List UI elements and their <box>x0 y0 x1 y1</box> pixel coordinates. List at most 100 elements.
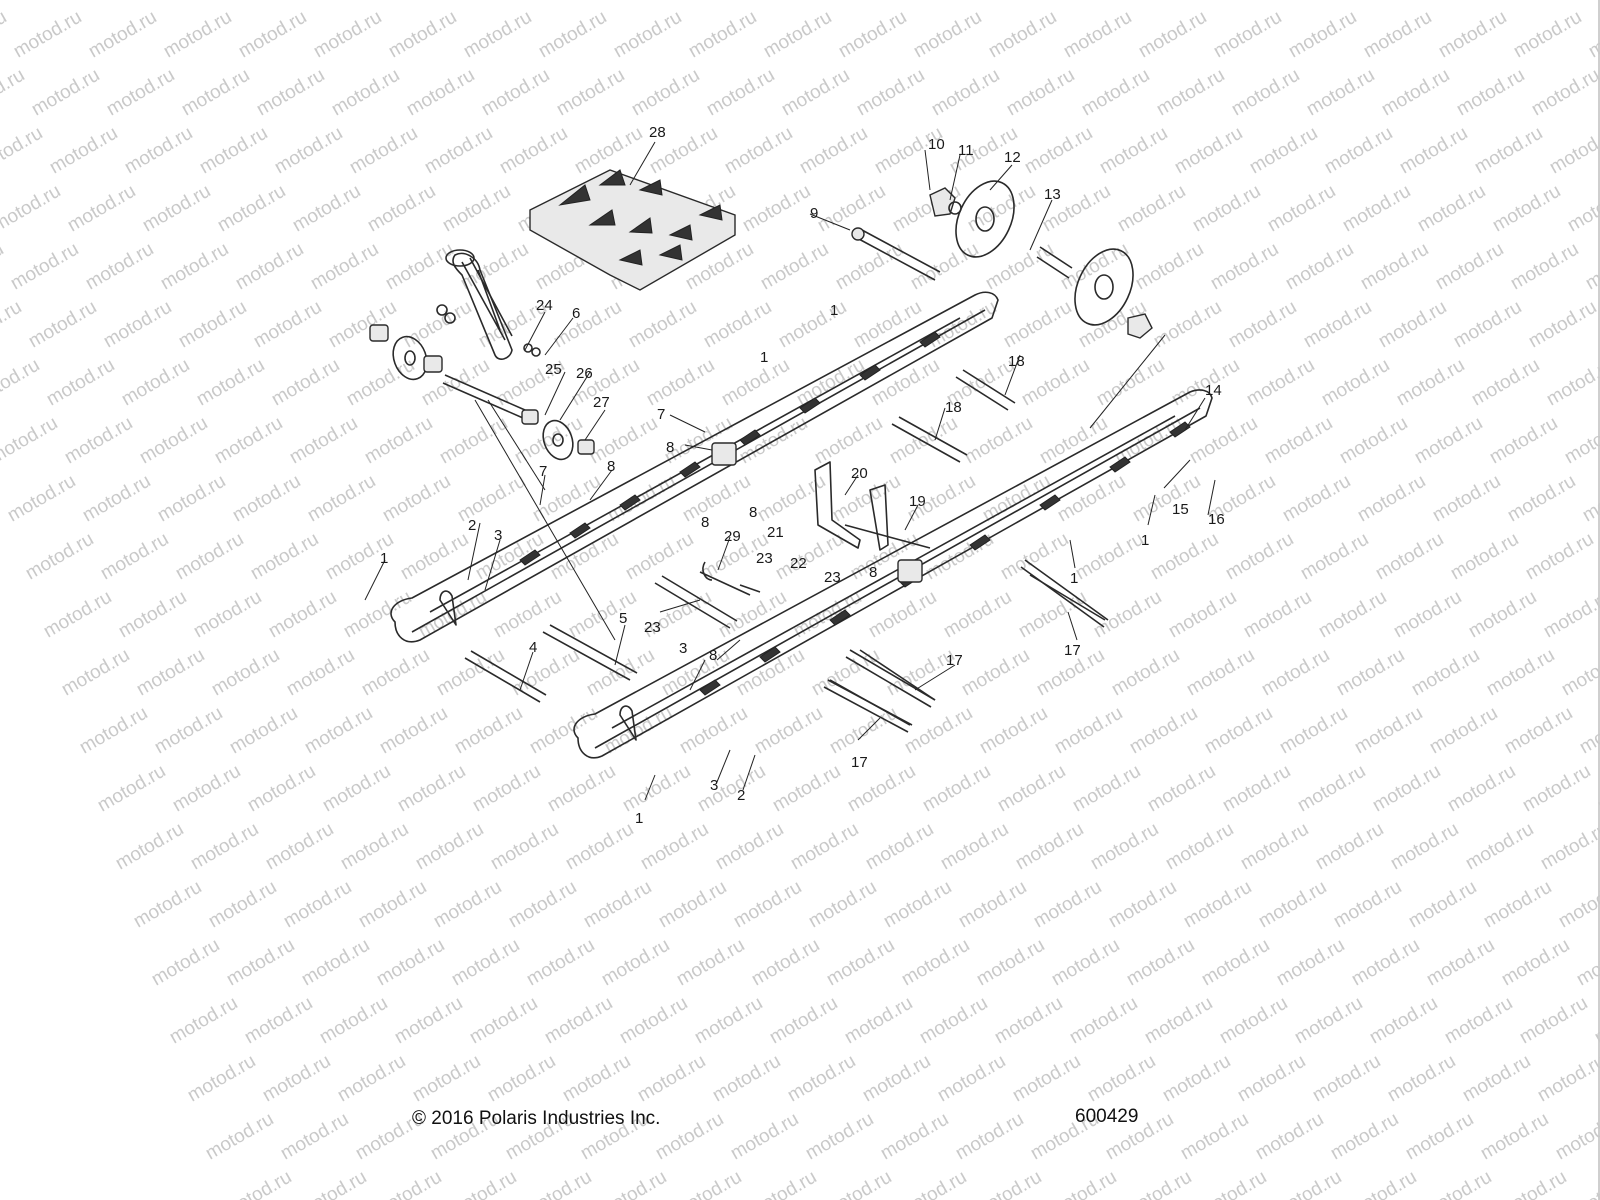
watermark-text: motod.ru <box>1555 877 1600 933</box>
watermark-text: motod.ru <box>1360 7 1435 63</box>
watermark-text: motod.ru <box>154 471 229 527</box>
watermark-text: motod.ru <box>787 819 862 875</box>
watermark-text: motod.ru <box>1333 645 1408 701</box>
watermark-text: motod.ru <box>271 123 346 179</box>
watermark-text: motod.ru <box>727 1109 802 1165</box>
watermark-text: motod.ru <box>1495 1167 1570 1200</box>
watermark-text: motod.ru <box>1453 65 1528 121</box>
watermark-text: motod.ru <box>1153 65 1228 121</box>
watermark-text: motod.ru <box>1000 297 1075 353</box>
watermark-text: motod.ru <box>565 587 640 643</box>
watermark-text: motod.ru <box>934 1051 1009 1107</box>
watermark-text: motod.ru <box>241 993 316 1049</box>
watermark-text: motod.ru <box>796 123 871 179</box>
watermark-text: motod.ru <box>121 123 196 179</box>
watermark-text: motod.ru <box>1519 761 1594 817</box>
watermark-text: motod.ru <box>1072 529 1147 585</box>
watermark-text: motod.ru <box>40 587 115 643</box>
watermark-text: motod.ru <box>385 7 460 63</box>
watermark-text: motod.ru <box>1345 1167 1420 1200</box>
watermark-text: motod.ru <box>1126 703 1201 759</box>
watermark-text: motod.ru <box>694 761 769 817</box>
watermark-text: motod.ru <box>202 1109 277 1165</box>
watermark-text: motod.ru <box>454 471 529 527</box>
watermark-text: motod.ru <box>184 1051 259 1107</box>
watermark-text: motod.ru <box>1300 297 1375 353</box>
watermark-text: motod.ru <box>652 1109 727 1165</box>
watermark-text: motod.ru <box>1570 1167 1600 1200</box>
watermark-text: motod.ru <box>562 819 637 875</box>
watermark-text: motod.ru <box>1429 471 1504 527</box>
watermark-text: motod.ru <box>1120 1167 1195 1200</box>
callout-3-a: 3 <box>494 527 502 544</box>
watermark-text: motod.ru <box>1273 935 1348 991</box>
watermark-text: motod.ru <box>811 413 886 469</box>
callout-1-d: 1 <box>380 550 388 567</box>
watermark-text: motod.ru <box>1522 529 1597 585</box>
watermark-text: motod.ru <box>112 819 187 875</box>
callout-8-c: 8 <box>749 504 757 521</box>
watermark-text: motod.ru <box>865 587 940 643</box>
watermark-text: motod.ru <box>814 181 889 237</box>
watermark-text: motod.ru <box>886 413 961 469</box>
watermark-text: motod.ru <box>508 645 583 701</box>
watermark-text: motod.ru <box>616 993 691 1049</box>
watermark-text: motod.ru <box>1372 529 1447 585</box>
watermark-text: motod.ru <box>955 877 1030 933</box>
watermark-text: motod.ru <box>1132 239 1207 295</box>
watermark-text: motod.ru <box>1432 239 1507 295</box>
watermark-text: motod.ru <box>892 0 967 4</box>
watermark-text: motod.ru <box>1258 645 1333 701</box>
watermark-text: motod.ru <box>976 703 1051 759</box>
callout-8-b: 8 <box>607 458 615 475</box>
watermark-text: motod.ru <box>148 935 223 991</box>
watermark-text: motod.ru <box>1582 239 1600 295</box>
watermark-text: motod.ru <box>46 123 121 179</box>
callout-16: 16 <box>1208 511 1225 528</box>
watermark-text: motod.ru <box>973 935 1048 991</box>
callout-25: 25 <box>545 361 562 378</box>
watermark-text: motod.ru <box>1348 935 1423 991</box>
watermark-text: motod.ru <box>376 703 451 759</box>
watermark-text: motod.ru <box>667 0 742 4</box>
watermark-text: motod.ru <box>1537 819 1600 875</box>
watermark-text: motod.ru <box>262 819 337 875</box>
watermark-text: motod.ru <box>676 703 751 759</box>
watermark-text: motod.ru <box>862 819 937 875</box>
watermark-text: motod.ru <box>784 1051 859 1107</box>
watermark-text: motod.ru <box>187 819 262 875</box>
watermark-text: motod.ru <box>247 529 322 585</box>
watermark-text: motod.ru <box>517 0 592 4</box>
watermark-text: motod.ru <box>1489 181 1564 237</box>
watermark-text: motod.ru <box>1354 471 1429 527</box>
watermark-text: motod.ru <box>1291 993 1366 1049</box>
watermark-text: motod.ru <box>778 65 853 121</box>
watermark-text: motod.ru <box>1501 703 1576 759</box>
watermark-text: motod.ru <box>1336 413 1411 469</box>
callout-8-e: 8 <box>869 564 877 581</box>
watermark-text: motod.ru <box>583 645 658 701</box>
callout-23-c: 23 <box>644 619 661 636</box>
watermark-text: motod.ru <box>1009 1051 1084 1107</box>
watermark-text: motod.ru <box>751 703 826 759</box>
watermark-text: motod.ru <box>1576 703 1600 759</box>
watermark-text: motod.ru <box>1129 471 1204 527</box>
callout-24: 24 <box>536 297 553 314</box>
watermark-text: motod.ru <box>25 297 100 353</box>
watermark-text: motod.ru <box>826 703 901 759</box>
watermark-text: motod.ru <box>553 65 628 121</box>
watermark-text: motod.ru <box>880 877 955 933</box>
watermark-text: motod.ru <box>898 935 973 991</box>
callout-2-b: 2 <box>737 787 745 804</box>
watermark-text: motod.ru <box>1312 819 1387 875</box>
watermark-text: motod.ru <box>1060 7 1135 63</box>
watermark-text: motod.ru <box>1084 1051 1159 1107</box>
watermark-text: motod.ru <box>805 877 880 933</box>
watermark-text: motod.ru <box>1411 413 1486 469</box>
watermark-text: motod.ru <box>940 587 1015 643</box>
watermark-text: motod.ru <box>268 355 343 411</box>
watermark-text: motod.ru <box>1450 297 1525 353</box>
watermark-text: motod.ru <box>1417 0 1492 4</box>
watermark-text: motod.ru <box>445 1167 520 1200</box>
watermark-text: motod.ru <box>28 65 103 121</box>
